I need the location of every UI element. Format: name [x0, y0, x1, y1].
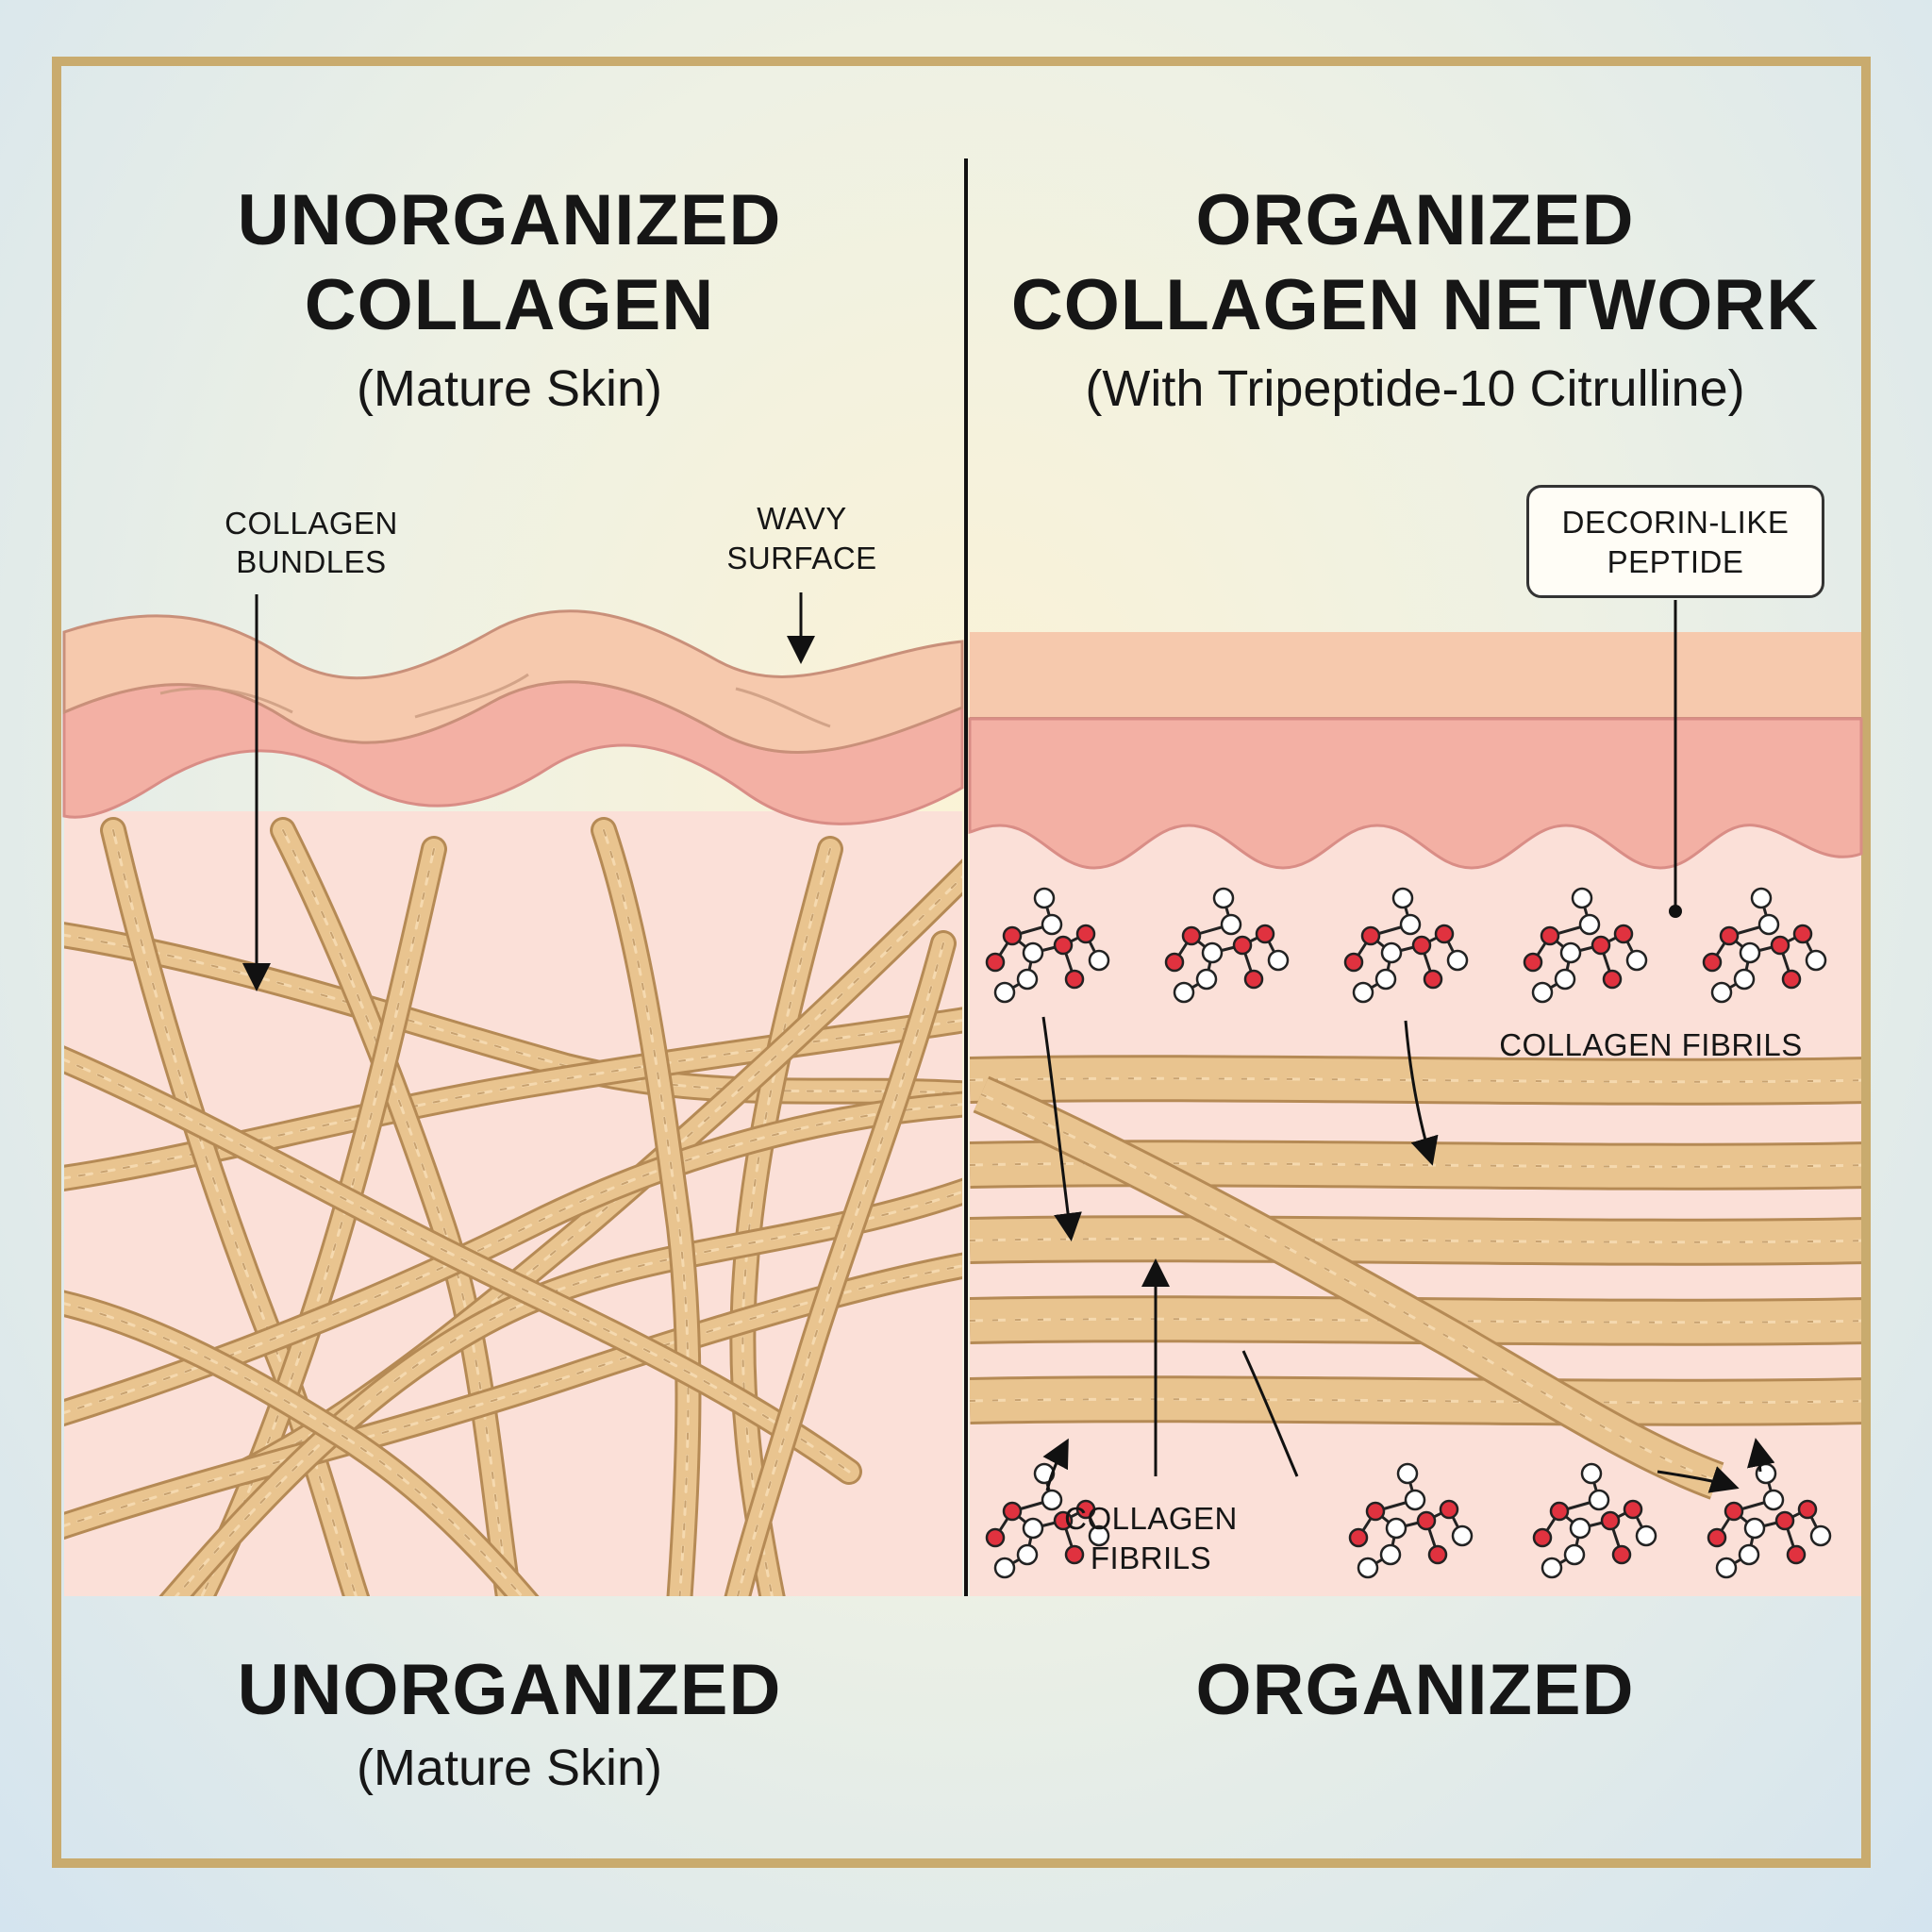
right-epidermis-smooth [970, 632, 1861, 719]
peptide-molecule [1164, 887, 1290, 1004]
label-collagen-fibrils-bottom-line1: COLLAGEN [1064, 1501, 1238, 1536]
label-wavy-surface-line1: WAVY [757, 501, 847, 536]
gold-frame [52, 57, 1871, 1868]
left-title-line1: UNORGANIZED [237, 180, 782, 260]
label-collagen-fibrils-top: COLLAGEN FIBRILS [1499, 1027, 1803, 1062]
peptide-molecule [1348, 1462, 1474, 1579]
peptide-molecule [985, 1462, 1110, 1579]
label-collagen-fibrils-bottom-line2: FIBRILS [1090, 1541, 1212, 1575]
decorin-callout-box [1526, 485, 1824, 598]
right-dermis-band [968, 717, 1863, 870]
right-title-line1: ORGANIZED [1195, 180, 1635, 260]
annotation-arrows [242, 592, 1775, 1493]
label-collagen-bundles-line1: COLLAGEN [225, 506, 398, 541]
peptide-molecule [985, 887, 1110, 1004]
peptide-molecule [1532, 1462, 1657, 1579]
left-skin-cross-section [62, 609, 964, 1596]
peptide-molecule [1343, 887, 1469, 1004]
peptide-molecule [1702, 887, 1827, 1004]
peptide-molecule [1523, 887, 1648, 1004]
right-skin-cross-section [968, 632, 1863, 1596]
right-footer-title: ORGANIZED [1195, 1650, 1635, 1730]
right-subtitle: (With Tripeptide-10 Citrulline) [1085, 360, 1745, 417]
right-aligned-collagen-fibrils [970, 1055, 1861, 1500]
callout-text-line1: DECORIN-LIKE [1561, 505, 1790, 540]
left-tangled-collagen-bundles [64, 817, 962, 1596]
peptide-molecule [1707, 1462, 1832, 1579]
left-title-line2: COLLAGEN [304, 265, 715, 345]
left-footer-subtitle: (Mature Skin) [356, 1740, 663, 1796]
callout-text-line2: PEPTIDE [1607, 544, 1744, 579]
decorin-like-peptide-molecules [985, 887, 1832, 1579]
left-subtitle: (Mature Skin) [356, 360, 663, 417]
right-title-line2: COLLAGEN NETWORK [1010, 265, 1820, 345]
label-collagen-bundles-line2: BUNDLES [236, 544, 387, 579]
left-footer-title: UNORGANIZED [237, 1650, 782, 1730]
label-wavy-surface-line2: SURFACE [726, 541, 877, 575]
